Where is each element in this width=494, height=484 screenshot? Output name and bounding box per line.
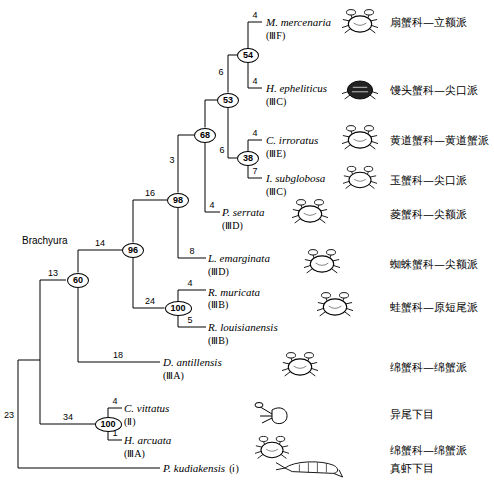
branch-length: 6 [219, 145, 224, 155]
branch-length: 14 [95, 238, 105, 248]
species-name: C. irroratus [266, 134, 318, 146]
bootstrap-oval: 53 [217, 93, 239, 108]
bootstrap-value: 53 [223, 96, 233, 105]
branch-length: 18 [113, 350, 123, 360]
bootstrap-value: 38 [243, 154, 253, 163]
species-name: R. louisianensis [208, 321, 278, 333]
branch-length: 24 [145, 296, 155, 306]
hermit-crab-icon [255, 403, 287, 424]
family-label: 蛙蟹科—原短尾派 [390, 300, 478, 315]
clade-code: (ⅢB) [208, 335, 228, 346]
crab-icon [282, 353, 318, 376]
bootstrap-value: 60 [73, 276, 83, 285]
tree-branches [18, 22, 262, 468]
clade-code: (ⅢC) [266, 96, 286, 107]
branch-length: 4 [252, 10, 257, 20]
bootstrap-value: 96 [128, 246, 138, 255]
crab-icon [292, 200, 328, 223]
family-label: 绵蟹科—绵蟹派 [390, 443, 467, 458]
crab-icon [342, 81, 378, 99]
tree-branch [133, 200, 167, 243]
species-name: C. vittatus [124, 402, 169, 414]
species-name: L. emarginata [208, 252, 270, 264]
branch-length: 5 [187, 315, 192, 325]
tree-branch [78, 250, 122, 273]
crab-icon [342, 126, 378, 149]
branch-length: 3 [169, 155, 174, 165]
family-label: 玉蟹科—尖口派 [390, 173, 467, 188]
branch-length: 13 [48, 268, 58, 278]
branch-length: 16 [145, 188, 155, 198]
branch-length: 34 [63, 412, 73, 422]
species-name: I. subglobosa [266, 172, 325, 184]
crab-icon [255, 436, 289, 458]
branch-length: 8 [189, 246, 194, 256]
species-name: P. serrata [222, 206, 265, 218]
bootstrap-oval: 100 [95, 417, 122, 432]
branch-length: 4 [252, 76, 257, 86]
clade-code: (Ⅱ) [124, 416, 136, 427]
family-label: 蜘蛛蟹科—尖额派 [390, 257, 478, 272]
branch-length: 4 [209, 200, 214, 210]
clade-code: (ⅢD) [222, 220, 243, 231]
branch-length: 7 [252, 166, 257, 176]
clade-code: (ⅢA) [163, 370, 184, 381]
species-name: D. antillensis [163, 356, 222, 368]
clade-code: (ⅢD) [208, 266, 229, 277]
branch-length: 4 [187, 278, 192, 288]
branch-length: 23 [4, 410, 14, 420]
tree-branch [228, 108, 237, 159]
crab-icon [343, 166, 377, 188]
bootstrap-value: 100 [100, 420, 115, 429]
clade-code: (ⅢF) [266, 30, 285, 41]
bootstrap-oval: 68 [194, 128, 216, 143]
species-name: R. muricata [208, 286, 260, 298]
species-name: H. arcuata [124, 434, 171, 446]
species-name: P. kudiakensis [163, 462, 225, 474]
crab-icon [317, 293, 353, 316]
group-name: Brachyura [22, 235, 68, 246]
shrimp-icon [276, 462, 343, 477]
tree-branch [228, 55, 237, 93]
bootstrap-value: 100 [170, 304, 185, 313]
species-name: H. epheliticus [266, 82, 327, 94]
family-label: 黄道蟹科—黄道蟹派 [390, 133, 489, 148]
bootstrap-oval: 60 [67, 273, 89, 288]
crab-icon [304, 250, 340, 273]
family-label: 馒头蟹科—尖口派 [390, 83, 478, 98]
family-label: 菱蟹科—尖额派 [390, 207, 467, 222]
bootstrap-value: 54 [243, 51, 253, 60]
family-label: 扇蟹科—立额派 [390, 15, 467, 30]
tree-branch [205, 100, 217, 128]
clade-code: (ⅢE) [266, 148, 286, 159]
bootstrap-value: 68 [200, 131, 210, 140]
branch-length: 4 [112, 396, 117, 406]
family-label: 真虾下目 [390, 461, 434, 476]
clade-code: (ⅢA) [124, 448, 145, 459]
tree-branch [178, 135, 194, 193]
branch-length: 4 [252, 128, 257, 138]
crab-icon [342, 10, 378, 33]
tree-branch [133, 258, 165, 309]
clade-code: (ⅢB) [208, 299, 228, 310]
family-label: 异尾下目 [390, 407, 434, 422]
family-label: 绵蟹科—绵蟹派 [390, 360, 467, 375]
bootstrap-value: 98 [173, 196, 183, 205]
clade-code: (ⅰ) [229, 463, 239, 474]
bootstrap-oval: 54 [237, 48, 259, 63]
species-name: M. mercenaria [266, 16, 331, 28]
bootstrap-oval: 96 [122, 243, 144, 258]
bootstrap-oval: 98 [167, 193, 189, 208]
clade-code: (ⅢC) [266, 186, 286, 197]
branch-length: 6 [218, 67, 223, 77]
bootstrap-oval: 100 [165, 301, 192, 316]
bootstrap-oval: 38 [237, 151, 259, 166]
